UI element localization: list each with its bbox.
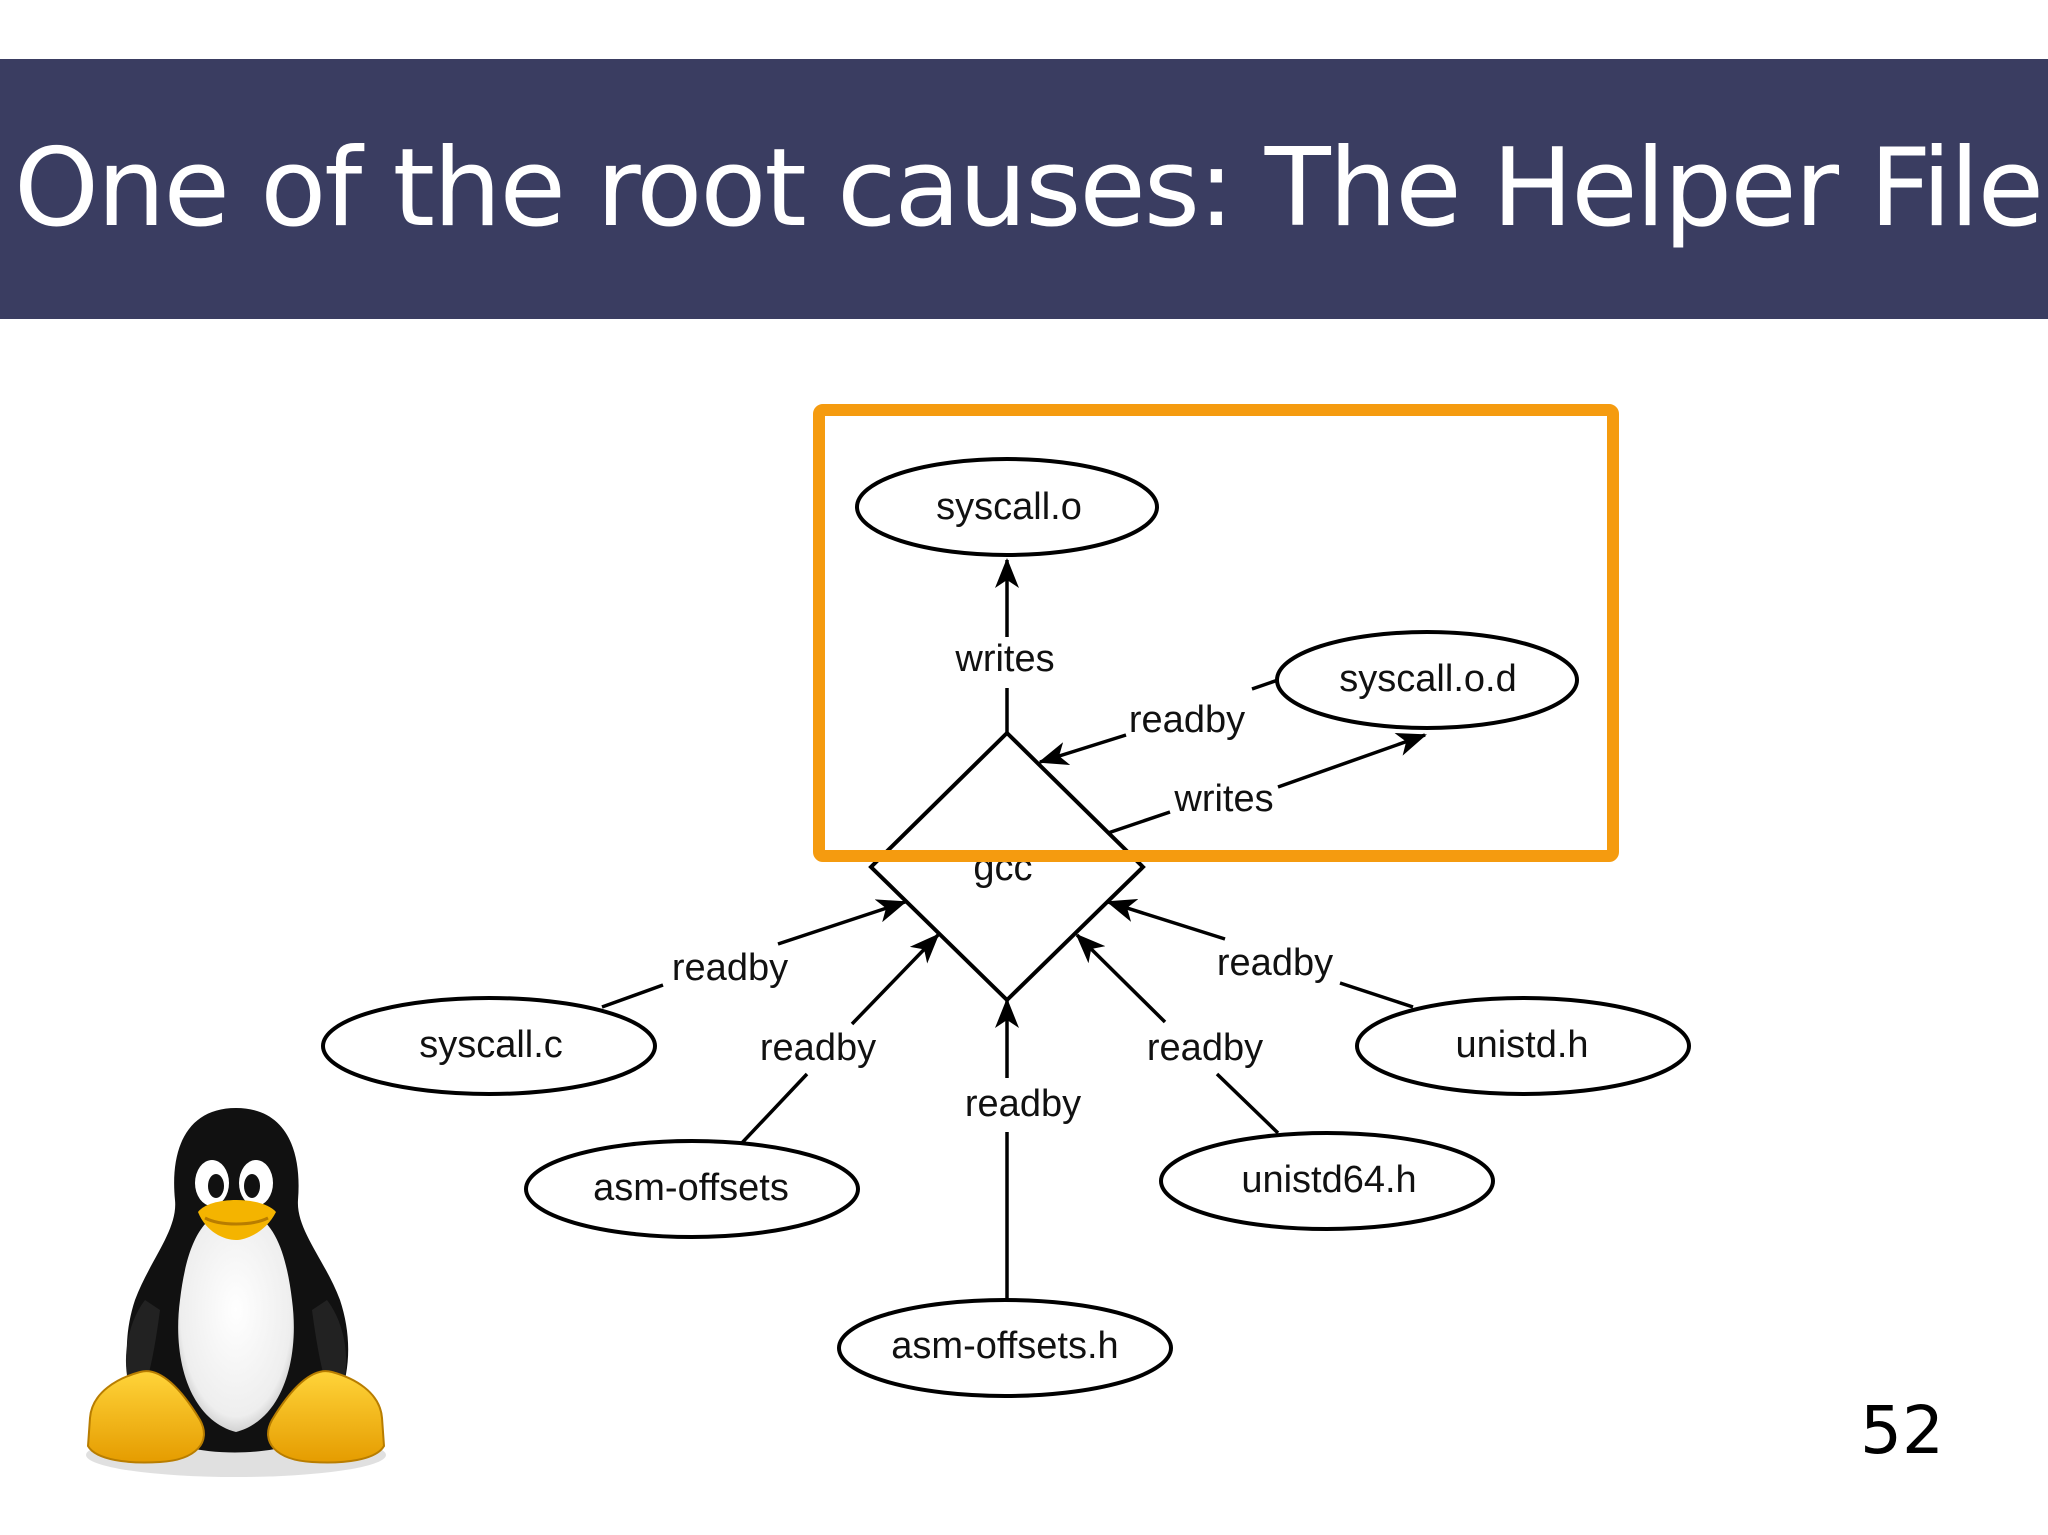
node-asm-offsets-h-label: asm-offsets.h <box>891 1325 1118 1367</box>
node-asm-offsets: asm-offsets <box>524 1139 860 1239</box>
node-unistd64-h: unistd64.h <box>1159 1131 1495 1231</box>
edges <box>601 558 1427 1303</box>
node-asm-offsets-h: asm-offsets.h <box>837 1298 1173 1398</box>
edge-readby-unistd64-h-b <box>1075 933 1167 1024</box>
title-bar: One of the root causes: The Helper File <box>0 59 2048 319</box>
edge-label-writes-syscall-o: writes <box>954 638 1054 680</box>
slide-title: One of the root causes: The Helper File <box>14 126 2044 251</box>
node-syscall-o-d-label: syscall.o.d <box>1339 658 1516 700</box>
edge-readby-syscall-o-d-b <box>1038 733 1127 766</box>
edge-label-readby-syscall-c: readby <box>672 947 788 989</box>
node-syscall-c: syscall.c <box>321 996 657 1096</box>
edge-readby-syscall-c-a <box>601 983 664 1009</box>
edge-label-readby-unistd64-h: readby <box>1147 1027 1263 1069</box>
highlight-box <box>813 404 1619 862</box>
node-unistd-h: unistd.h <box>1355 996 1691 1096</box>
edge-label-readby-syscall-o-d: readby <box>1129 699 1245 741</box>
edge-label-readby-asm-offsets-h: readby <box>965 1083 1081 1125</box>
edge-readby-unistd-h-a <box>1339 981 1414 1009</box>
file-nodes: syscall.o syscall.o.d syscall.c unistd.h… <box>321 457 1691 1398</box>
edge-readby-syscall-o-d-a <box>1251 678 1279 691</box>
edge-readby-unistd64-h-a <box>1215 1072 1280 1135</box>
node-syscall-o: syscall.o <box>855 457 1159 557</box>
edge-readby-asm-offsets-b <box>850 933 940 1026</box>
edge-readby-unistd-h-b <box>1106 899 1226 941</box>
node-unistd-h-label: unistd.h <box>1455 1024 1588 1066</box>
node-asm-offsets-label: asm-offsets <box>593 1167 789 1209</box>
edge-readby-syscall-c-b <box>777 899 907 946</box>
edge-label-readby-asm-offsets: readby <box>760 1027 876 1069</box>
node-unistd64-h-label: unistd64.h <box>1241 1159 1416 1201</box>
edge-labels: writes readby writes readby readby readb… <box>672 638 1333 1125</box>
edge-label-readby-unistd-h: readby <box>1217 942 1333 984</box>
node-syscall-o-d: syscall.o.d <box>1275 630 1579 730</box>
edge-label-writes-syscall-o-d: writes <box>1173 778 1273 820</box>
node-syscall-c-label: syscall.c <box>419 1024 563 1066</box>
node-syscall-o-label: syscall.o <box>936 486 1082 528</box>
edge-writes-syscall-o-d-a <box>1107 810 1171 835</box>
edge-readby-asm-offsets-a <box>737 1072 809 1148</box>
tux-penguin-logo <box>86 1108 386 1477</box>
page-number: 52 <box>1860 1392 1944 1469</box>
edge-writes-syscall-o-d-b <box>1277 733 1427 789</box>
